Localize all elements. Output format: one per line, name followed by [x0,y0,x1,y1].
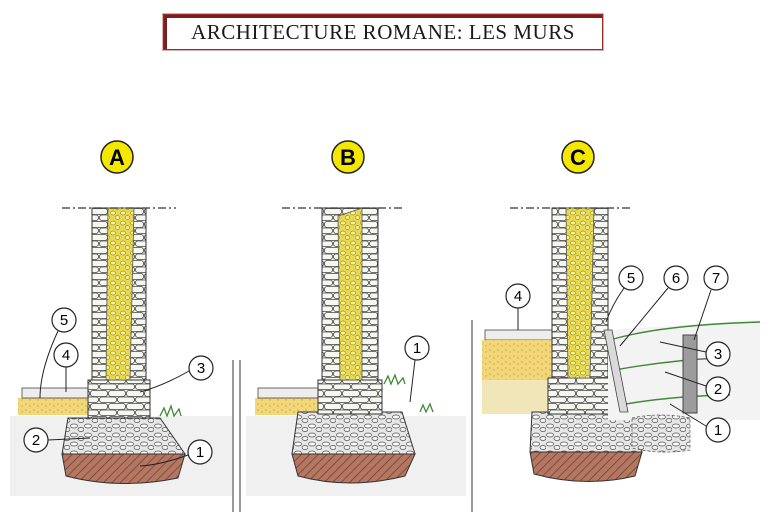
svg-text:1: 1 [196,444,204,461]
sand-layer [255,398,325,415]
svg-text:3: 3 [197,360,205,377]
earth-trench [61,453,186,485]
rubble-foundation [291,411,416,455]
svg-text:7: 7 [712,270,720,287]
fill-layer [482,380,557,414]
callout-c6: 6 [619,265,689,347]
svg-text:6: 6 [672,270,680,287]
svg-text:1: 1 [413,340,421,357]
badge-c-letter: C [570,145,586,170]
callout-a4: 4 [53,342,79,392]
badge-b-letter: B [340,145,356,170]
panel-b: B 1 [246,140,466,496]
svg-text:5: 5 [60,312,68,329]
wall-base [317,379,383,415]
sand-layer [18,398,90,415]
earth-trench [529,451,643,483]
wall-fill [105,207,135,381]
panel-c: C 4 5 6 7 3 2 [482,140,761,483]
callout-c2: 2 [664,371,731,402]
grass-line-3 [609,321,761,341]
wall-base [547,377,613,415]
badge-c [561,140,595,174]
svg-text:2: 2 [714,381,722,398]
wall-fill [337,207,363,381]
title-box: ARCHITECTURE ROMANE: LES MURS [163,14,603,50]
grass-tuft [383,373,434,414]
callout-b1: 1 [404,335,430,403]
post [682,334,698,414]
raised-paving [484,329,558,341]
wall-base [87,379,151,419]
diagram-title: ARCHITECTURE ROMANE: LES MURS [191,19,575,44]
grass-tuft [159,404,182,418]
callout-a5: 5 [39,307,77,399]
paving-slab [21,387,89,399]
callout-c5: 5 [605,265,644,323]
svg-text:1: 1 [714,422,722,439]
callout-c4: 4 [505,283,531,330]
callout-c7: 7 [693,265,729,341]
paving-slab [257,387,321,399]
badge-a [100,140,134,174]
retaining-board [603,329,629,413]
callout-c1: 1 [669,403,731,443]
svg-text:2: 2 [32,432,40,449]
callout-a2: 2 [23,427,91,453]
earth-trench [291,453,416,484]
svg-text:4: 4 [514,288,522,305]
badge-b [331,140,365,174]
callout-a3: 3 [139,355,214,393]
panel-a: A 5 4 3 2 1 [10,140,232,496]
svg-text:5: 5 [627,270,635,287]
drain-stones [631,414,691,453]
wall-fill [565,207,595,379]
badge-a-letter: A [109,145,125,170]
callout-c3: 3 [659,341,731,367]
svg-text:3: 3 [714,346,722,363]
svg-text:4: 4 [62,347,70,364]
sand-fill [482,340,557,380]
callout-a1: 1 [139,439,213,467]
